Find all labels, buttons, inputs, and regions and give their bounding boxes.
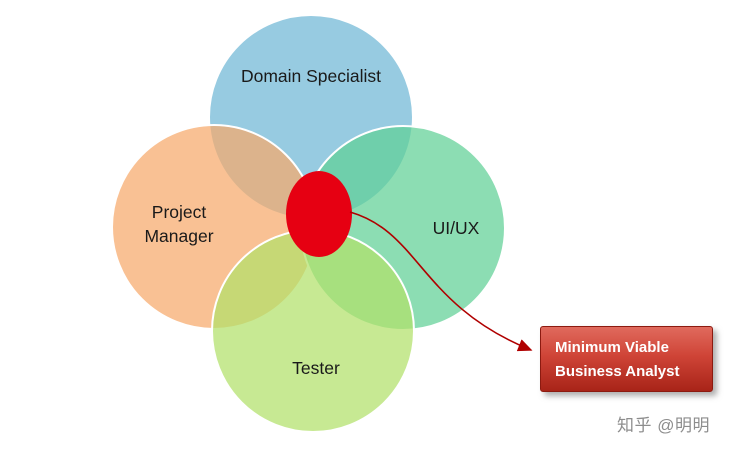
label-domain-specialist: Domain Specialist xyxy=(240,66,382,86)
callout-line2: Business Analyst xyxy=(555,363,680,380)
callout-box: Minimum Viable Business Analyst xyxy=(540,326,713,392)
center-overlap-marker xyxy=(286,171,352,257)
watermark: 知乎 @明明 xyxy=(617,416,710,435)
label-project-manager: Project Manager xyxy=(144,202,214,246)
circle-tester xyxy=(211,229,415,433)
label-ui-ux: UI/UX xyxy=(432,218,480,238)
label-tester: Tester xyxy=(292,358,340,378)
callout-line1: Minimum Viable xyxy=(555,339,669,356)
